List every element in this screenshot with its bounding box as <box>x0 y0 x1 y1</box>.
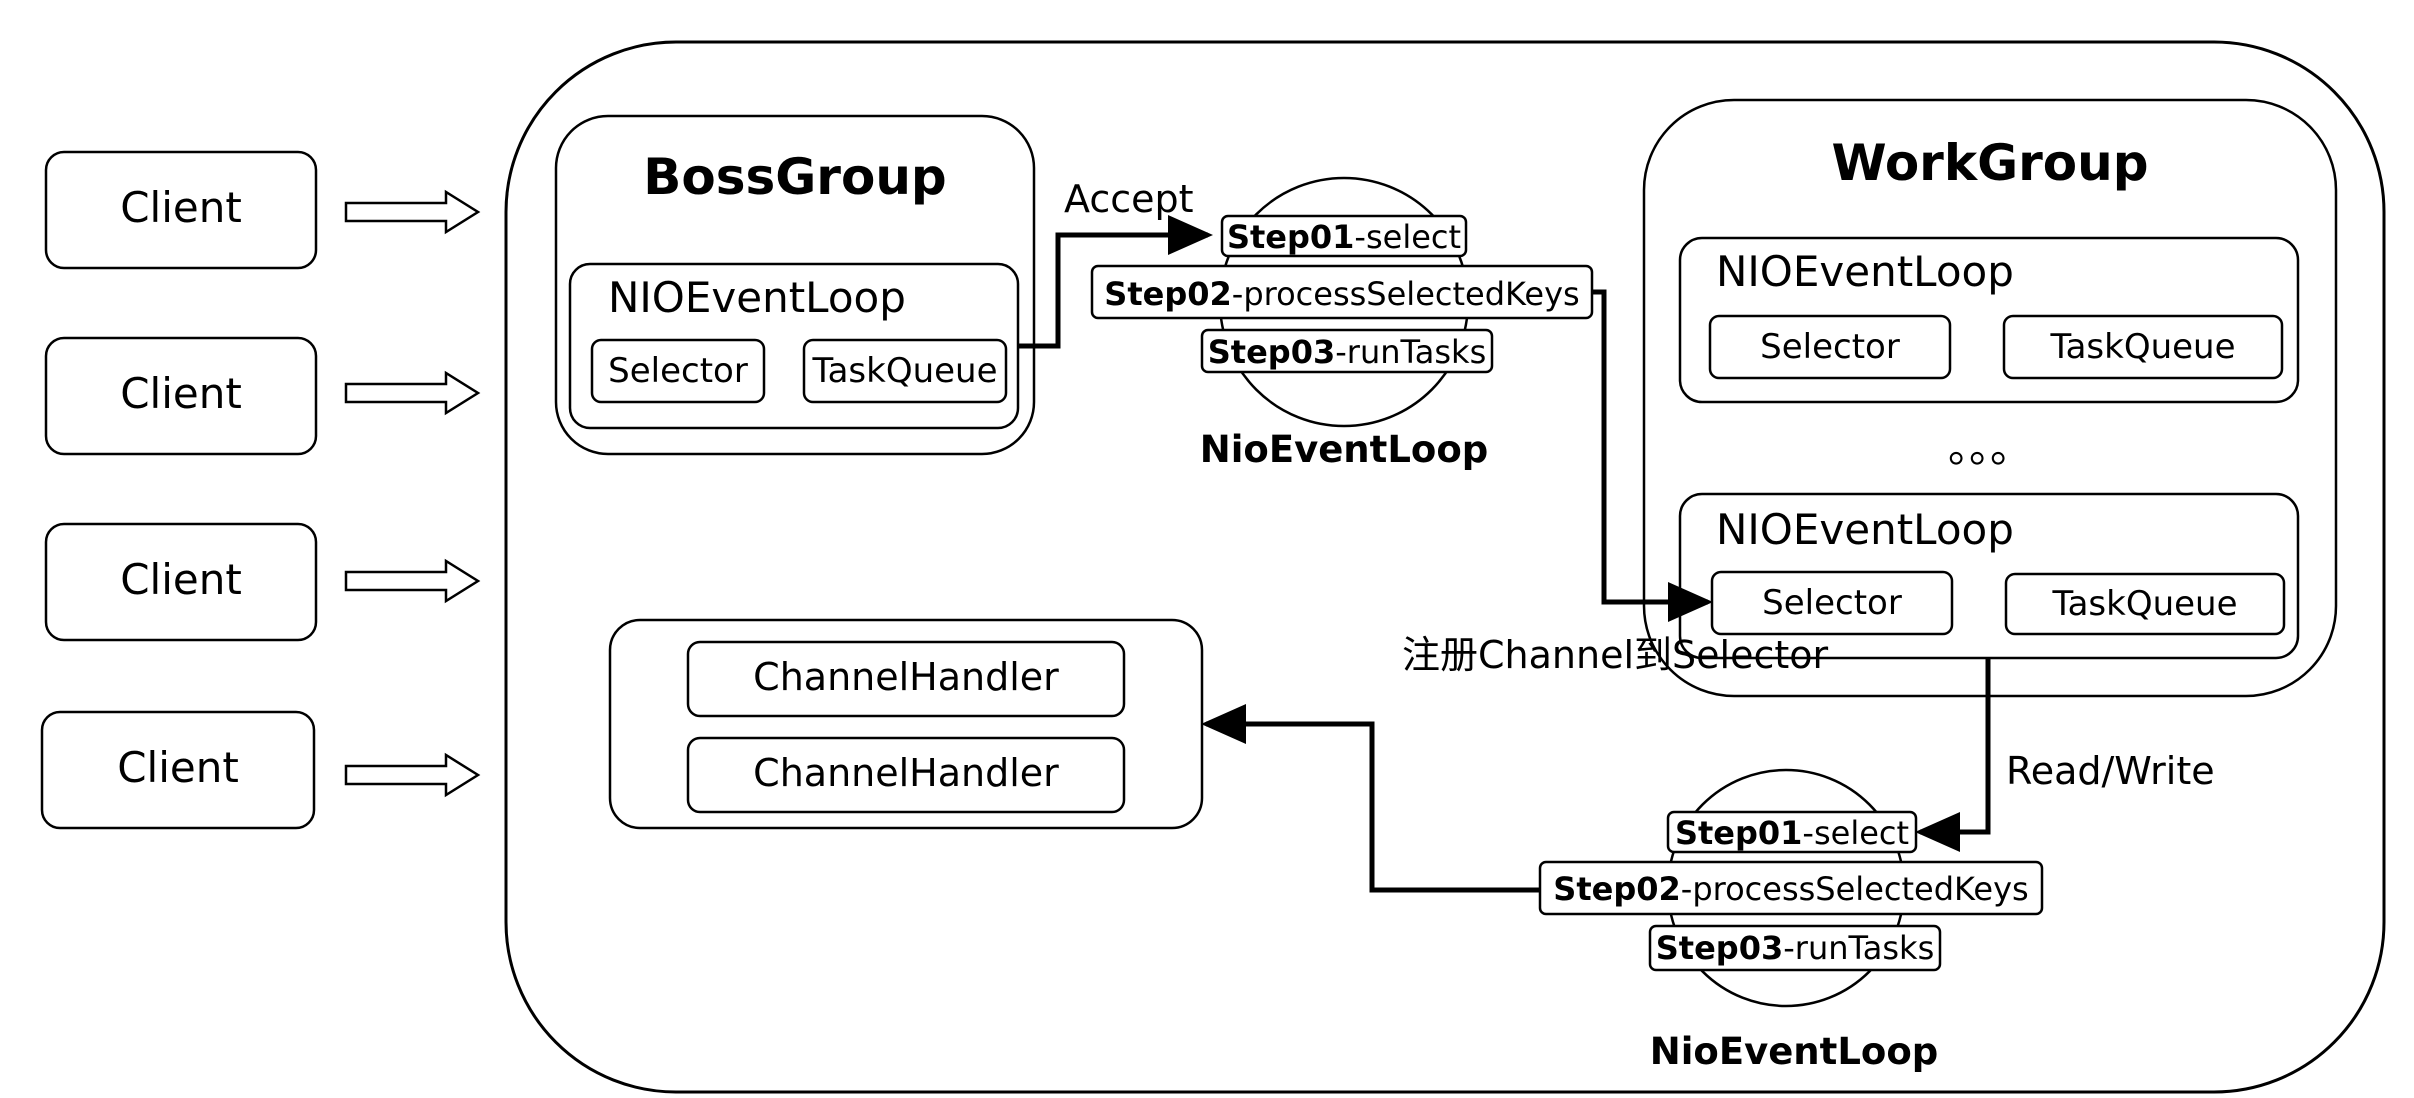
boss-selector-label: Selector <box>608 351 748 391</box>
worker-step02: Step02-processSelectedKeys <box>1553 870 2028 908</box>
channel-handler-2: ChannelHandler <box>753 751 1059 795</box>
hollow-arrow-icon <box>344 189 481 235</box>
worker-step03: Step03-runTasks <box>1656 929 1934 967</box>
worker-event-loop-2-label: NIOEventLoop <box>1716 505 2014 554</box>
server-container <box>504 40 2386 1094</box>
worker-nio-event-loop: Step01-select Step02-processSelectedKeys… <box>1538 768 2044 1073</box>
client-label: Client <box>120 183 242 232</box>
boss-nio-event-loop: Step01-select Step02-processSelectedKeys… <box>1090 176 1594 471</box>
channel-handler-1: ChannelHandler <box>753 655 1059 699</box>
worker-taskqueue-1-label: TaskQueue <box>2049 327 2235 367</box>
boss-step02: Step02-processSelectedKeys <box>1104 275 1579 313</box>
worker-selector-1-label: Selector <box>1760 327 1900 367</box>
read-write-label: Read/Write <box>2006 749 2215 793</box>
accept-arrow <box>1018 215 1213 349</box>
worker-step01: Step01-select <box>1675 814 1909 852</box>
boss-nio-caption: NioEventLoop <box>1200 428 1488 471</box>
worker-taskqueue-2-label: TaskQueue <box>2051 584 2237 624</box>
client-box-1: Client <box>44 150 318 270</box>
worker-nio-caption: NioEventLoop <box>1650 1030 1938 1073</box>
boss-taskqueue-label: TaskQueue <box>811 351 997 391</box>
boss-step01: Step01-select <box>1227 218 1461 256</box>
hollow-arrow-icon <box>344 752 481 798</box>
client-box-3: Client <box>44 522 318 642</box>
client-label: Client <box>117 743 239 792</box>
worker-selector-2-label: Selector <box>1762 583 1902 623</box>
client-box-4: Client <box>40 710 316 830</box>
boss-event-loop-label: NIOEventLoop <box>608 273 906 322</box>
hollow-arrow-icon <box>344 558 481 604</box>
client-label: Client <box>120 369 242 418</box>
register-channel-label: 注册Channel到Selector <box>1402 633 1828 677</box>
worker-event-loop-1-label: NIOEventLoop <box>1716 247 2014 296</box>
channel-pipeline: ChannelHandler ChannelHandler <box>608 618 1204 830</box>
hollow-arrow-icon <box>344 370 481 416</box>
client-label: Client <box>120 555 242 604</box>
ellipsis: 。。。 <box>1948 423 2032 472</box>
boss-step03: Step03-runTasks <box>1208 333 1486 371</box>
register-channel-arrow <box>1592 289 1713 622</box>
boss-group-title: BossGroup <box>643 148 946 206</box>
read-write-arrow <box>1915 658 1991 852</box>
accept-label: Accept <box>1064 177 1194 221</box>
pipeline-arrow <box>1201 704 1540 893</box>
work-group-title: WorkGroup <box>1831 134 2148 192</box>
client-box-2: Client <box>44 336 318 456</box>
work-group: WorkGroup NIOEventLoop Selector TaskQueu… <box>1642 98 2338 698</box>
boss-group: BossGroup NIOEventLoop Selector TaskQueu… <box>554 114 1036 456</box>
